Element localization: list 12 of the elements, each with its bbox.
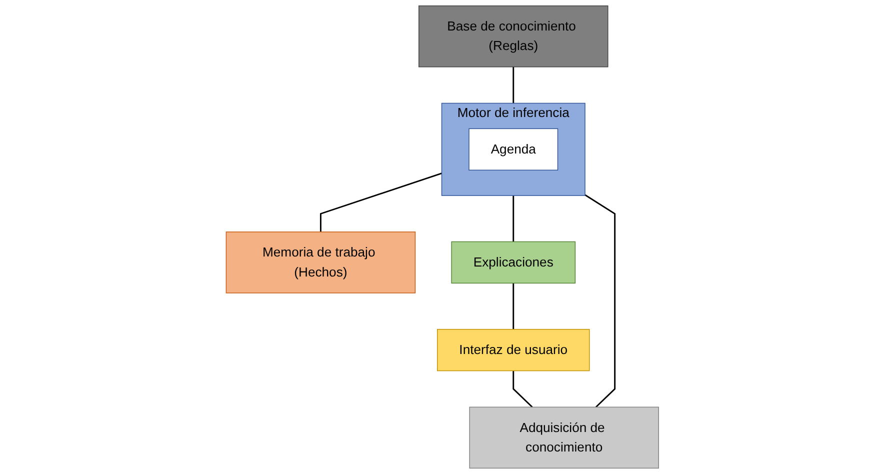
connector — [320, 172, 442, 232]
node-box: Explicaciones — [450, 241, 576, 284]
connector — [512, 283, 514, 330]
node-box: Interfaz de usuario — [436, 328, 590, 372]
connector — [512, 370, 532, 408]
connector — [512, 66, 514, 104]
connector — [512, 196, 514, 242]
node-box: Adquisición de conocimiento — [468, 406, 659, 469]
node-box: Memoria de trabajo (Hechos) — [225, 232, 416, 294]
connector — [584, 194, 616, 408]
node-box: Agenda — [468, 128, 558, 170]
node-box: Base de conocimiento (Reglas) — [418, 5, 608, 68]
